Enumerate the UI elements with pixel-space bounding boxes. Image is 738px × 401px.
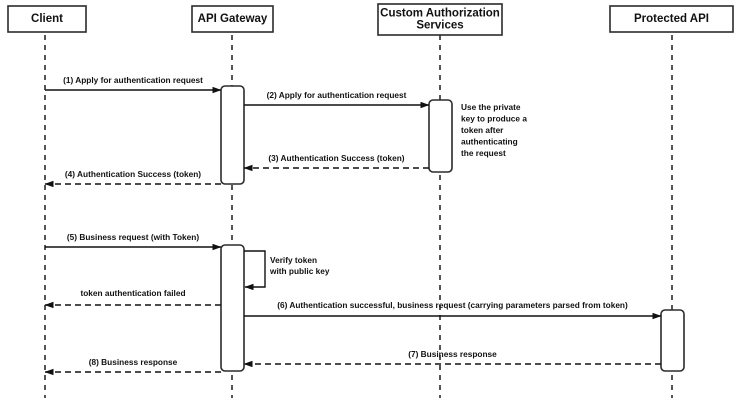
message-label-4: (4) Authentication Success (token) <box>65 169 201 179</box>
note-line-private-key-note: Use the private <box>461 102 521 112</box>
message-7[interactable]: (7) Business response <box>243 349 661 368</box>
note-line-private-key-note: the request <box>461 148 506 158</box>
note-line-private-key-note: key to produce a <box>461 114 527 124</box>
message-6[interactable]: (6) Authentication successful, business … <box>244 300 662 320</box>
participant-label-custom-authorization-services: Services <box>416 20 463 32</box>
message-8[interactable]: (8) Business response <box>44 357 221 376</box>
activation-bar-cas-auth <box>428 99 453 173</box>
message-label-8: (8) Business response <box>89 357 178 367</box>
message-label-2: (2) Apply for authentication request <box>267 90 407 100</box>
message-label-6: (6) Authentication successful, business … <box>277 300 628 310</box>
participant-box-client <box>7 5 87 33</box>
message-label-1: (1) Apply for authentication request <box>63 75 203 85</box>
activation-bar-gw-auth <box>220 85 245 185</box>
self-message-label-verify-token: with public key <box>269 266 330 276</box>
activation-bar-gw-business <box>220 244 245 372</box>
participant-box-api-gateway <box>191 5 274 33</box>
note-line-private-key-note: token after <box>461 125 504 135</box>
activations-layer <box>220 85 685 372</box>
messages-layer: (1) Apply for authentication request (2) … <box>44 75 662 376</box>
self-message-label-verify-token: Verify token <box>270 255 317 265</box>
note-line-private-key-note: authenticating <box>461 137 518 147</box>
message-label-5: (5) Business request (with Token) <box>67 232 199 242</box>
participant-box-protected-api <box>609 5 734 33</box>
participants-layer: Client API Gateway Custom AuthorizationSer… <box>7 3 734 36</box>
message-5[interactable]: (5) Business request (with Token) <box>45 232 222 251</box>
participant-label-api-gateway: API Gateway <box>198 13 268 25</box>
participant-label-protected-api: Protected API <box>634 13 709 25</box>
message-4[interactable]: (4) Authentication Success (token) <box>44 169 221 188</box>
message-2[interactable]: (2) Apply for authentication request <box>244 90 430 109</box>
activation-bar-papi-business <box>660 309 685 372</box>
participant-box-custom-authorization-services <box>377 3 503 36</box>
participant-api-gateway[interactable]: API Gateway <box>191 5 274 33</box>
self-message-arrow-verify-token <box>244 250 266 291</box>
participant-client[interactable]: Client <box>7 5 87 33</box>
message-1[interactable]: (1) Apply for authentication request <box>45 75 222 94</box>
participant-label-custom-authorization-services: Custom Authorization <box>380 8 500 20</box>
message-3[interactable]: (3) Authentication Success (token) <box>243 153 429 172</box>
message-fail[interactable]: token authentication failed <box>44 288 221 309</box>
participant-label-client: Client <box>31 13 63 25</box>
message-label-fail: token authentication failed <box>80 288 185 298</box>
participant-protected-api[interactable]: Protected API <box>609 5 734 33</box>
message-label-7: (7) Business response <box>408 349 497 359</box>
message-label-3: (3) Authentication Success (token) <box>268 153 404 163</box>
